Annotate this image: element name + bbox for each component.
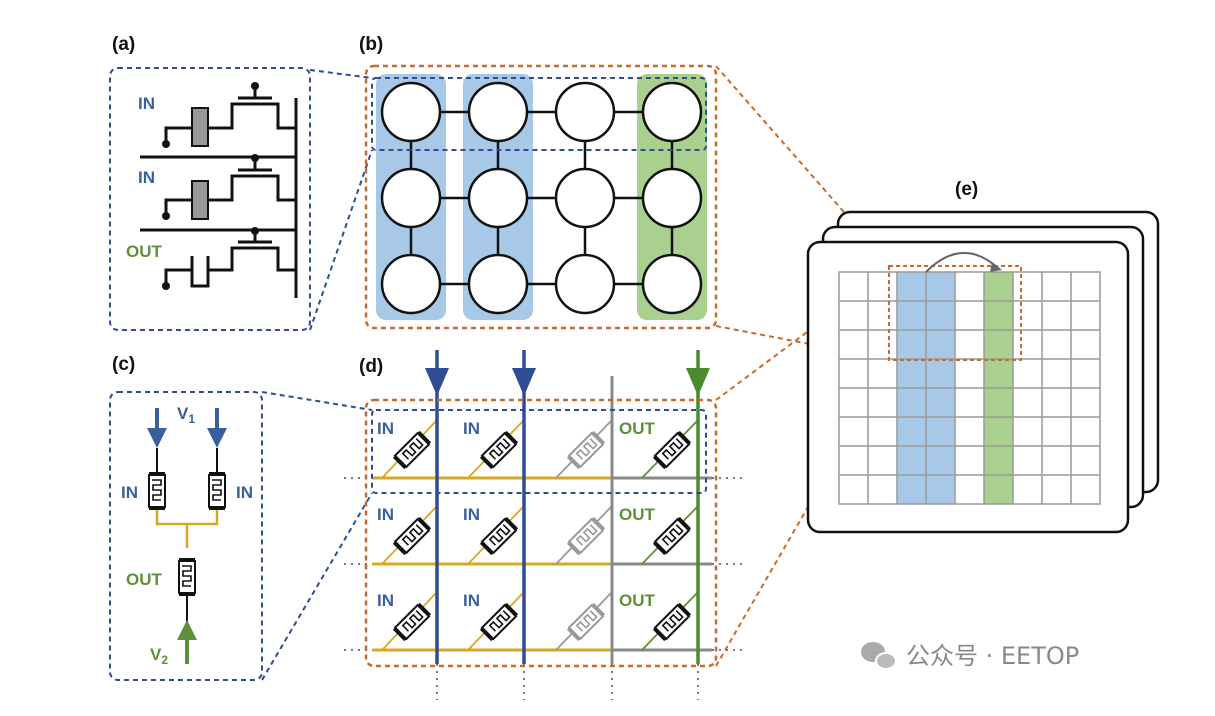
panel-c-gold-wire <box>155 510 219 548</box>
panel-d <box>344 350 742 700</box>
panel-c <box>109 391 263 681</box>
label-out-d: OUT <box>619 591 656 610</box>
panel-b-frame <box>364 64 718 330</box>
arrow-head-icon <box>990 262 1002 272</box>
label-out-c: OUT <box>126 570 163 589</box>
label-out-a: OUT <box>126 242 163 261</box>
row-wires-gray <box>612 476 712 652</box>
down-arrow-icon <box>686 368 710 396</box>
grid-edges <box>409 110 674 286</box>
watermark-text: 公众号 · EETOP <box>906 642 1079 670</box>
panel-label-e: (e) <box>955 179 978 200</box>
row-wire-ext <box>344 477 742 700</box>
label-in-d: IN <box>463 419 480 438</box>
panel-c-frame <box>109 391 263 681</box>
panel-label-d: (d) <box>359 356 383 377</box>
v1-arrows <box>147 408 227 448</box>
label-in-c2: IN <box>236 483 253 502</box>
neuron-nodes <box>380 81 703 315</box>
label-in-a1: IN <box>138 94 155 113</box>
label-in-d: IN <box>463 505 480 524</box>
panel-label-b: (b) <box>359 34 383 55</box>
down-arrow-icon <box>512 368 536 396</box>
label-in-d: IN <box>377 591 394 610</box>
label-in-d: IN <box>377 419 394 438</box>
label-in-d: IN <box>463 591 480 610</box>
zoom-lines-blue <box>261 69 373 681</box>
label-out-d: OUT <box>619 419 656 438</box>
label-in-d: IN <box>377 505 394 524</box>
panel-a <box>109 67 311 331</box>
label-in-a2: IN <box>138 168 155 187</box>
label-out-d: OUT <box>619 505 656 524</box>
label-v2: V2 <box>150 645 168 667</box>
panel-a-nodes <box>162 82 259 290</box>
panel-e <box>806 210 1160 534</box>
panel-c-leads <box>156 448 218 472</box>
pixel-grid <box>838 271 1101 505</box>
curved-arrow <box>925 252 999 273</box>
panel-a-circuit <box>140 86 298 298</box>
panel-d-frame <box>364 398 718 668</box>
panel-a-frame <box>109 67 311 331</box>
layer-front <box>806 240 1130 534</box>
panel-label-c: (c) <box>112 354 135 375</box>
panel-d-row-highlight <box>371 409 707 494</box>
panel-e-selection <box>888 265 1022 361</box>
panel-label-a: (a) <box>112 34 135 55</box>
wechat-icon <box>861 642 897 670</box>
panel-b <box>364 64 718 330</box>
label-in-c1: IN <box>121 483 138 502</box>
v2-arrow <box>177 620 197 664</box>
label-v1: V1 <box>177 404 195 426</box>
down-arrow-icon <box>425 368 449 396</box>
panel-b-row-highlight <box>371 77 707 151</box>
row-wires <box>372 476 612 652</box>
